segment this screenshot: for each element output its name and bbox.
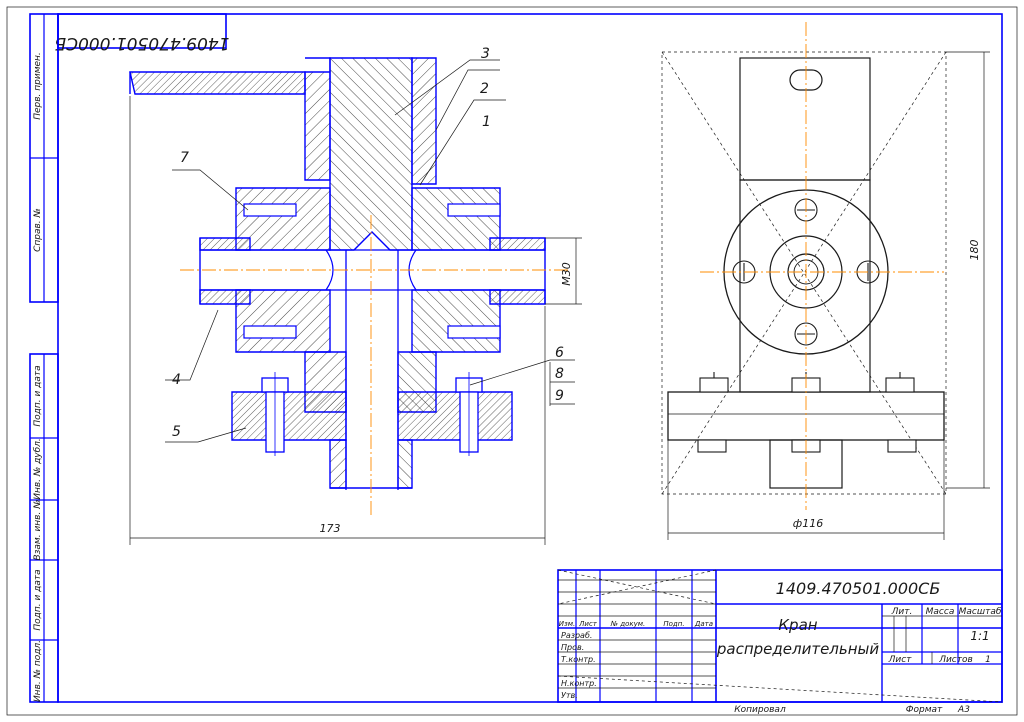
callout-3: 3: [481, 46, 490, 62]
name-line1: Кран: [778, 616, 817, 634]
row-tkontr: Т.контр.: [561, 655, 596, 664]
kopiroval-label: Копировал: [734, 705, 786, 715]
inv-dubl-label: Инв. № дубл.: [33, 438, 43, 500]
front-section-view: 173 M30 3 2 1 7 4 5 6 8 9: [129, 46, 582, 545]
perv-primen-label: Перв. примен.: [33, 52, 43, 120]
callout-4: 4: [172, 372, 181, 388]
callout-8: 8: [555, 366, 564, 382]
handle-lever: [129, 71, 306, 95]
callout-leaders: [165, 59, 575, 443]
right-flange: [411, 187, 501, 251]
top-nuts: [699, 372, 915, 393]
col-ndokum: № докум.: [610, 620, 646, 628]
callout-9: 9: [555, 388, 564, 404]
sprav-label: Справ. №: [33, 208, 43, 252]
col-podp: Подп.: [663, 620, 684, 628]
flange-screws: [243, 203, 501, 339]
scale-value: 1:1: [970, 629, 989, 643]
bolt-right: [455, 372, 483, 456]
side-view: 180 ф116: [661, 22, 990, 540]
code-stamp-box: 1409.470501.000СБ: [55, 13, 230, 53]
callout-2: 2: [480, 81, 489, 97]
left-column: Перв. примен. Справ. № Подп. и дата Инв.…: [29, 13, 59, 703]
sheet-inner-frame: [57, 13, 1003, 703]
base-plate-part-5: [231, 391, 347, 441]
bolt-left: [261, 372, 289, 456]
left-nipple-part-4: [199, 237, 251, 251]
listov-label: Листов: [938, 655, 973, 665]
callout-1: 1: [482, 114, 491, 130]
col-list: Лист: [578, 620, 598, 628]
right-nipple: [489, 237, 546, 251]
format-label: Формат: [906, 705, 943, 715]
row-nkontr: Н.контр.: [561, 679, 597, 688]
dim-diameter: ф116: [793, 517, 823, 530]
vzam-inv-label: Взам. инв. №: [33, 499, 43, 560]
massa-label: Масса: [926, 607, 955, 617]
callout-5: 5: [172, 424, 181, 440]
listov-value: 1: [985, 655, 991, 665]
inv-podl-label: Инв. № подл.: [33, 640, 43, 702]
lit-label: Лит.: [891, 607, 913, 617]
row-utv: Утв.: [561, 691, 578, 700]
format-value: А3: [957, 705, 970, 715]
designation-text: 1409.470501.000СБ: [776, 579, 941, 598]
callout-6: 6: [555, 345, 564, 361]
name-line2: распределительный: [716, 640, 879, 658]
list-label: Лист: [888, 655, 913, 665]
row-prov: Пров.: [561, 643, 584, 652]
sheet-outer-border: [6, 6, 1018, 716]
title-block: 1409.470501.000СБ Кран распределительный…: [557, 569, 1003, 715]
dim-height: 180: [968, 240, 981, 261]
dim-thread: M30: [560, 262, 573, 286]
callout-7: 7: [180, 150, 189, 166]
podp-data-label-1: Подп. и дата: [33, 365, 43, 426]
col-data: Дата: [694, 620, 713, 628]
code-stamp-text: 1409.470501.000СБ: [55, 33, 230, 53]
masshtab-label: Масштаб: [959, 607, 1002, 617]
bottom-nuts: [697, 439, 917, 453]
handle-plate: [739, 57, 871, 181]
podp-data-label-2: Подп. и дата: [33, 569, 43, 630]
dim-overall-width: 173: [320, 522, 341, 535]
row-razrab: Разраб.: [561, 631, 592, 640]
col-izm: Изм.: [559, 620, 575, 628]
